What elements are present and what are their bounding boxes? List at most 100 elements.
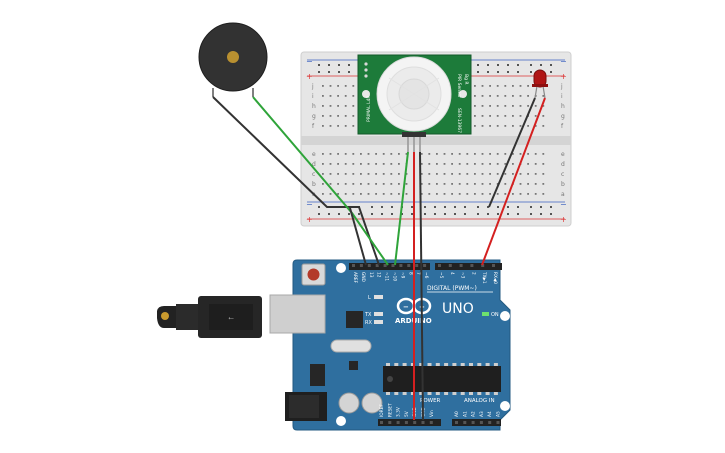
breadboard-hole[interactable] <box>352 125 355 127</box>
breadboard-hole[interactable] <box>481 153 484 155</box>
breadboard-hole[interactable] <box>527 105 529 107</box>
breadboard-hole[interactable] <box>474 183 476 185</box>
rail-hole[interactable] <box>338 213 340 215</box>
breadboard-hole[interactable] <box>344 85 347 87</box>
breadboard-hole[interactable] <box>337 115 339 117</box>
breadboard-hole[interactable] <box>489 193 491 195</box>
breadboard-hole[interactable] <box>344 95 347 97</box>
digital-pin[interactable] <box>492 264 495 267</box>
breadboard-hole[interactable] <box>481 95 484 97</box>
breadboard-hole[interactable] <box>367 193 370 195</box>
power-pin[interactable] <box>413 421 417 424</box>
breadboard-hole[interactable] <box>542 105 545 107</box>
rail-hole[interactable] <box>318 64 320 66</box>
piezo-buzzer[interactable] <box>198 22 268 97</box>
rail-hole[interactable] <box>497 64 499 66</box>
digital-pin[interactable] <box>470 264 474 267</box>
analog-pin[interactable] <box>471 421 475 424</box>
breadboard-hole[interactable] <box>337 173 339 175</box>
breadboard-hole[interactable] <box>337 85 339 87</box>
breadboard-hole[interactable] <box>352 115 355 117</box>
rail-hole[interactable] <box>550 64 552 66</box>
rail-hole[interactable] <box>424 213 426 215</box>
breadboard-hole[interactable] <box>322 85 324 87</box>
power-pin[interactable] <box>380 421 383 424</box>
breadboard-hole[interactable] <box>352 85 355 87</box>
breadboard-hole[interactable] <box>534 105 537 107</box>
rail-hole[interactable] <box>318 71 320 73</box>
breadboard-hole[interactable] <box>390 193 393 195</box>
breadboard-hole[interactable] <box>451 183 453 185</box>
breadboard-hole[interactable] <box>458 153 461 155</box>
breadboard-hole[interactable] <box>420 193 423 195</box>
breadboard-hole[interactable] <box>466 153 469 155</box>
rail-hole[interactable] <box>487 64 489 66</box>
breadboard-hole[interactable] <box>466 193 469 195</box>
rail-hole[interactable] <box>328 213 330 215</box>
breadboard-hole[interactable] <box>474 125 476 127</box>
breadboard-hole[interactable] <box>405 183 408 185</box>
breadboard-hole[interactable] <box>504 115 507 117</box>
analog-pin[interactable] <box>479 421 483 424</box>
rail-hole[interactable] <box>411 206 413 208</box>
rail-hole[interactable] <box>318 213 320 215</box>
breadboard-hole[interactable] <box>436 163 438 165</box>
breadboard-hole[interactable] <box>344 183 347 185</box>
breadboard-hole[interactable] <box>481 183 484 185</box>
led[interactable] <box>532 69 548 99</box>
breadboard-hole[interactable] <box>534 183 537 185</box>
breadboard-hole[interactable] <box>474 163 476 165</box>
power-pin[interactable] <box>388 421 392 424</box>
breadboard-hole[interactable] <box>542 183 545 185</box>
breadboard-hole[interactable] <box>398 183 400 185</box>
breadboard-hole[interactable] <box>474 95 476 97</box>
breadboard-hole[interactable] <box>352 163 355 165</box>
breadboard-hole[interactable] <box>390 153 393 155</box>
rail-hole[interactable] <box>517 71 519 73</box>
pir-sensor[interactable]: PRIMAL L4R PIR Sensor Bg R SEN-13967 <box>357 54 472 152</box>
digital-pin[interactable] <box>399 264 403 267</box>
breadboard-hole[interactable] <box>542 95 545 97</box>
rail-hole[interactable] <box>540 206 542 208</box>
analog-pin[interactable] <box>455 421 458 424</box>
breadboard-hole[interactable] <box>474 153 476 155</box>
breadboard-hole[interactable] <box>504 163 507 165</box>
rail-hole[interactable] <box>517 64 519 66</box>
rail-hole[interactable] <box>381 206 383 208</box>
breadboard-hole[interactable] <box>534 173 537 175</box>
breadboard-hole[interactable] <box>504 173 507 175</box>
rail-hole[interactable] <box>454 206 456 208</box>
breadboard-hole[interactable] <box>542 153 545 155</box>
breadboard-hole[interactable] <box>352 95 355 97</box>
breadboard-hole[interactable] <box>428 163 431 165</box>
rail-hole[interactable] <box>487 71 489 73</box>
breadboard-hole[interactable] <box>322 105 324 107</box>
breadboard-hole[interactable] <box>398 173 400 175</box>
breadboard-hole[interactable] <box>329 193 332 195</box>
breadboard-hole[interactable] <box>542 125 545 127</box>
breadboard-hole[interactable] <box>489 95 491 97</box>
breadboard-hole[interactable] <box>489 163 491 165</box>
breadboard-hole[interactable] <box>367 183 370 185</box>
breadboard-hole[interactable] <box>390 183 393 185</box>
breadboard-hole[interactable] <box>329 115 332 117</box>
breadboard-hole[interactable] <box>496 193 499 195</box>
breadboard-hole[interactable] <box>443 193 446 195</box>
digital-pin[interactable] <box>448 264 452 267</box>
breadboard-hole[interactable] <box>344 125 347 127</box>
rail-hole[interactable] <box>424 206 426 208</box>
breadboard-hole[interactable] <box>375 173 377 175</box>
breadboard-hole[interactable] <box>443 153 446 155</box>
breadboard-hole[interactable] <box>489 173 491 175</box>
rail-hole[interactable] <box>348 71 350 73</box>
breadboard-hole[interactable] <box>329 183 332 185</box>
breadboard-hole[interactable] <box>352 183 355 185</box>
rail-hole[interactable] <box>444 213 446 215</box>
breadboard-hole[interactable] <box>375 163 377 165</box>
breadboard-hole[interactable] <box>344 105 347 107</box>
breadboard-hole[interactable] <box>512 95 514 97</box>
breadboard-hole[interactable] <box>420 163 423 165</box>
breadboard-hole[interactable] <box>337 153 339 155</box>
breadboard-hole[interactable] <box>322 115 324 117</box>
rail-hole[interactable] <box>550 206 552 208</box>
